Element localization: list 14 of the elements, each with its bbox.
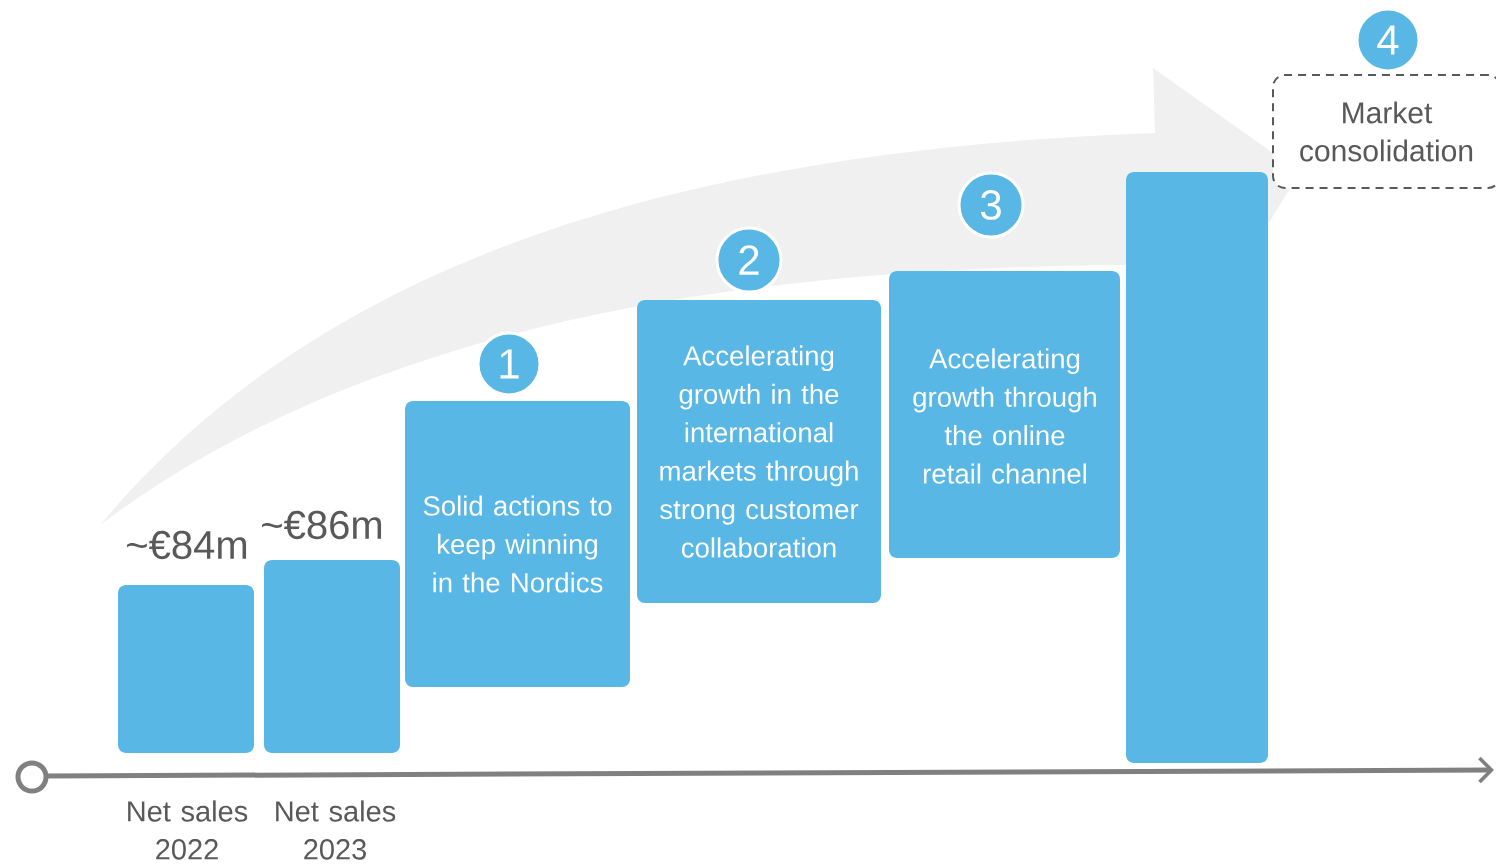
step-text: Solid actions to keep winning in the Nordics	[423, 495, 612, 593]
bar	[264, 560, 400, 753]
step-text: Accelerating growth in the international markets through strong customer collaboration	[660, 345, 859, 558]
value-label: ~€84m	[127, 530, 247, 560]
step-text: Accelerating growth through the online retail channel	[913, 348, 1096, 484]
step-box	[889, 271, 1120, 558]
dashed-box: Market consolidation	[1272, 74, 1496, 189]
bar	[1126, 172, 1268, 763]
step-box	[405, 401, 630, 687]
value-label: ~€86m	[262, 510, 382, 540]
axis-label: Net sales 2022	[128, 800, 248, 860]
step-box	[637, 300, 881, 603]
axis-label: Net sales 2023	[276, 800, 396, 860]
bar	[118, 585, 254, 753]
